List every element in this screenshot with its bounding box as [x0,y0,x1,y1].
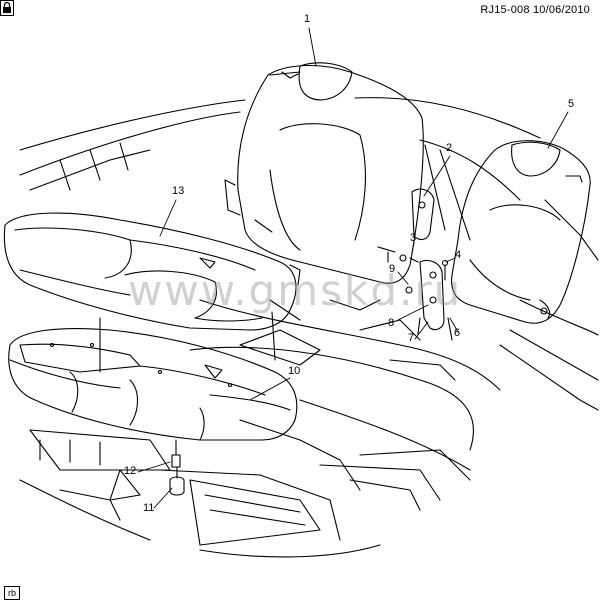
corner-tag: rb [4,586,21,600]
seat-back-right [451,140,591,324]
vehicle-floor-outline [19,97,599,558]
callout-8: 8 [388,317,395,329]
callout-11: 11 [143,502,155,514]
callout-7: 7 [408,332,415,344]
latch-hardware [169,439,185,496]
callout-6: 6 [454,327,461,339]
callout-5: 5 [568,98,575,110]
seat-back-left [224,62,424,284]
callout-13: 13 [172,185,185,197]
callout-2: 2 [446,142,453,154]
seat-cushion-frame [8,311,298,441]
callout-12: 12 [124,465,137,477]
callout-10: 10 [288,365,301,377]
seat-cushion-upper [3,212,301,331]
callout-3: 3 [410,232,417,244]
callout-1: 1 [304,13,311,25]
callout-9: 9 [389,263,396,275]
hardware-cluster [377,246,453,341]
callout-4: 4 [455,249,462,261]
hinge-bracket [411,188,435,241]
callout-leaders [137,27,569,509]
drawing-reference: RJ15-008 10/06/2010 [480,4,590,16]
lock-icon [0,0,14,16]
